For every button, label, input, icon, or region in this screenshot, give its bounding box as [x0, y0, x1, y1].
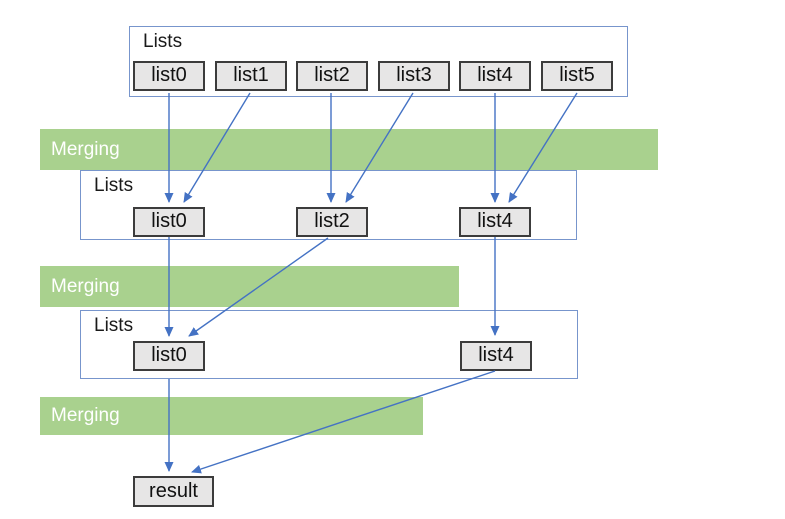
lists-group-stage3-title: Lists — [94, 315, 134, 336]
merging-bar-2-label: Merging — [51, 275, 120, 297]
result-box: result — [133, 476, 214, 507]
merging-bar-3-label: Merging — [51, 405, 120, 426]
lists-group-stage2-title: Lists — [94, 175, 134, 196]
merging-bar-1: Merging — [40, 129, 658, 170]
list-box-stage1-list5: list5 — [541, 61, 613, 91]
list-box-stage3-list4: list4 — [460, 341, 532, 371]
list-box-stage2-list4: list4 — [459, 207, 531, 237]
merging-bar-3: Merging — [40, 397, 423, 435]
list-box-stage1-list4: list4 — [459, 61, 531, 91]
merging-bar-2: Merging — [40, 266, 459, 307]
list-box-stage3-list0: list0 — [133, 341, 205, 371]
list-box-stage2-list0: list0 — [133, 207, 205, 237]
list-box-stage1-list0: list0 — [133, 61, 205, 91]
list-box-stage1-list2: list2 — [296, 61, 368, 91]
list-box-stage1-list1: list1 — [215, 61, 287, 91]
list-box-stage1-list3: list3 — [378, 61, 450, 91]
merging-bar-1-label: Merging — [51, 138, 120, 160]
list-box-stage2-list2: list2 — [296, 207, 368, 237]
lists-group-stage1-title: Lists — [143, 31, 183, 52]
